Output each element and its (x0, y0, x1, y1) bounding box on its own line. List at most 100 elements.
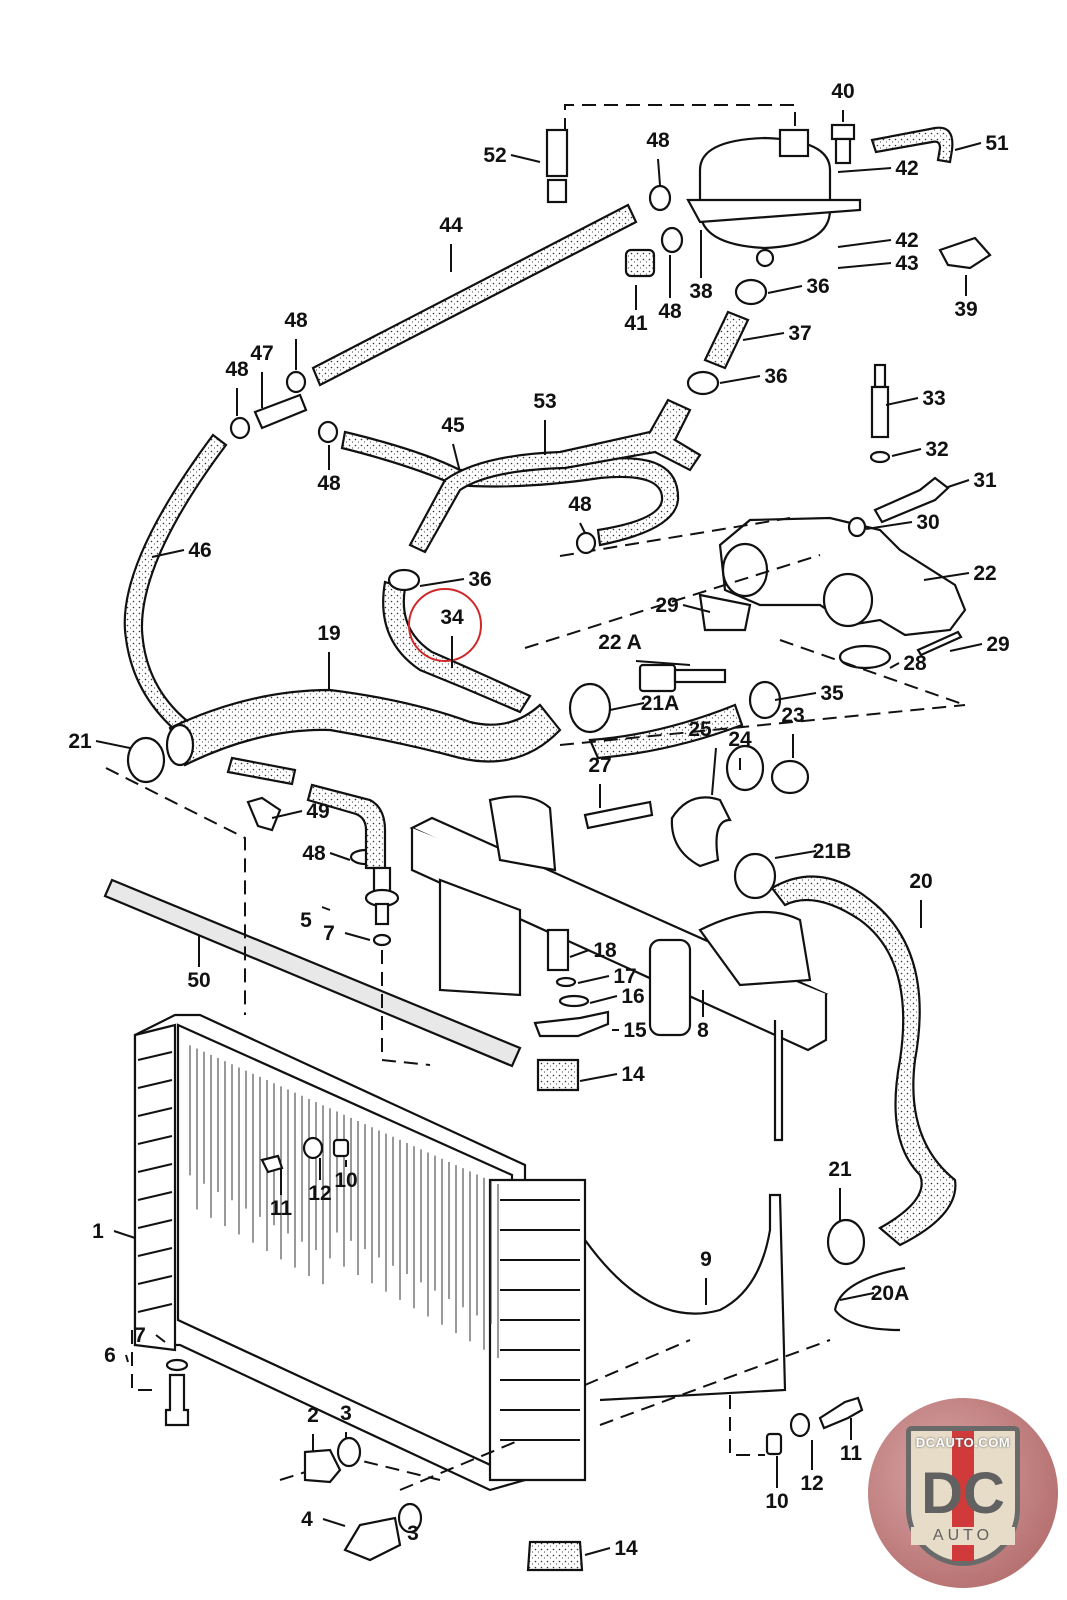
leader-line-22A (635, 660, 691, 666)
leader-lines (95, 110, 983, 1556)
sensor-33 (870, 363, 890, 439)
logo-mark: DC (921, 1461, 1005, 1526)
leader-line-43 (837, 262, 892, 269)
tank-rib (137, 1163, 173, 1173)
callout-label-31: 31 (973, 469, 997, 492)
leader-line-30 (865, 521, 913, 530)
callout-label-21b: 21 (828, 1158, 852, 1181)
hose-53 (408, 398, 702, 554)
leader-line-28 (889, 662, 900, 669)
grommet-10a (332, 1138, 350, 1158)
leader-line-21A (609, 702, 645, 711)
gasket-29 (916, 630, 963, 657)
tank-rib (137, 1275, 173, 1285)
leader-line-21B (774, 850, 817, 859)
callout-label-48e: 48 (317, 472, 341, 495)
washer-3a (336, 1436, 362, 1468)
leader-line-36b (719, 375, 761, 384)
elbow-25 (670, 796, 732, 868)
hose-19 (168, 688, 562, 767)
tank-rib (137, 1135, 173, 1145)
callout-label-11b: 11 (840, 1442, 863, 1465)
callout-label-7a: 7 (323, 922, 335, 945)
o-ring-28 (838, 644, 892, 670)
hose-37 (703, 310, 750, 370)
t-piece-47 (253, 393, 308, 430)
screw-31 (873, 476, 950, 524)
callout-label-34: 34 (440, 606, 464, 629)
callout-label-15: 15 (623, 1019, 647, 1042)
shroud-frame-8 (409, 795, 829, 1142)
leader-line-7b (155, 1334, 166, 1343)
washer-7b (165, 1358, 189, 1372)
callout-label-12a: 12 (308, 1182, 331, 1205)
leader-line-7a (344, 932, 371, 941)
hose-51 (870, 126, 954, 164)
callout-label-45: 45 (441, 414, 465, 437)
callout-label-9: 9 (700, 1248, 712, 1271)
hose-44 (311, 203, 638, 387)
rod-50 (103, 878, 522, 1068)
bracket-15 (533, 1010, 610, 1038)
callout-label-40: 40 (831, 80, 854, 103)
leader-line-17 (577, 975, 610, 984)
hose-21A (588, 703, 744, 760)
clamps (126, 184, 866, 1266)
washer-12b (789, 1412, 811, 1438)
leader-line-33 (885, 397, 919, 406)
callout-label-8: 8 (697, 1019, 709, 1042)
tank-rib (137, 1079, 173, 1089)
callout-label-52: 52 (483, 144, 506, 167)
washer-3b (397, 1502, 423, 1534)
bolt-6 (164, 1373, 190, 1427)
callout-label-6: 6 (104, 1344, 116, 1367)
leader-line-51 (954, 142, 982, 151)
mount-14b (526, 1540, 584, 1572)
tank-rib (137, 1191, 173, 1201)
callout-label-22A: 22 A (598, 631, 642, 654)
callout-label-48d: 48 (225, 358, 249, 381)
callout-label-1: 1 (92, 1220, 104, 1243)
dcauto-logo: DCAUTO.COM DC AUTO (868, 1398, 1058, 1588)
leader-line-52 (510, 154, 541, 163)
leader-line-48a (657, 158, 661, 186)
leader-line-31 (947, 479, 970, 488)
leader-line-22 (923, 572, 970, 581)
sensor-4 (343, 1516, 402, 1562)
leader-line-45 (452, 443, 461, 473)
callout-label-21a: 21 (68, 730, 92, 753)
callout-label-10a: 10 (334, 1169, 357, 1192)
leader-line-37 (742, 332, 785, 341)
callout-label-50: 50 (187, 969, 210, 992)
callout-label-23: 23 (781, 704, 804, 727)
callout-label-36b: 36 (764, 365, 787, 388)
leader-line-42b (837, 239, 892, 248)
leader-line-18 (569, 949, 590, 958)
callout-label-32: 32 (925, 438, 948, 461)
logo-site-text: DCAUTO.COM (915, 1435, 1011, 1450)
callout-label-42a: 42 (895, 157, 918, 180)
callout-label-44: 44 (439, 214, 463, 237)
leader-line-14a (579, 1073, 618, 1082)
leader-line-32 (891, 448, 922, 457)
leader-line-36a (767, 285, 803, 294)
callout-label-5: 5 (300, 909, 312, 932)
hose-34 (382, 580, 532, 714)
callout-label-29b: 29 (986, 633, 1009, 656)
tank-rib (137, 1219, 173, 1229)
expansion-tank (564, 104, 862, 268)
callout-label-48f: 48 (568, 493, 592, 516)
highlight-circle (408, 588, 482, 662)
leader-line-35 (774, 692, 817, 701)
leader-line-42a (837, 167, 892, 173)
thermostat-housing-22 (698, 516, 967, 637)
callout-label-21A: 21A (641, 692, 680, 715)
washer-30 (847, 516, 867, 538)
leader-line-4 (322, 1518, 346, 1527)
callout-label-19: 19 (317, 622, 340, 645)
callout-label-42b: 42 (895, 229, 918, 252)
callout-label-7b: 7 (134, 1324, 146, 1347)
callout-label-33: 33 (922, 387, 945, 410)
washer-12a (302, 1136, 324, 1160)
